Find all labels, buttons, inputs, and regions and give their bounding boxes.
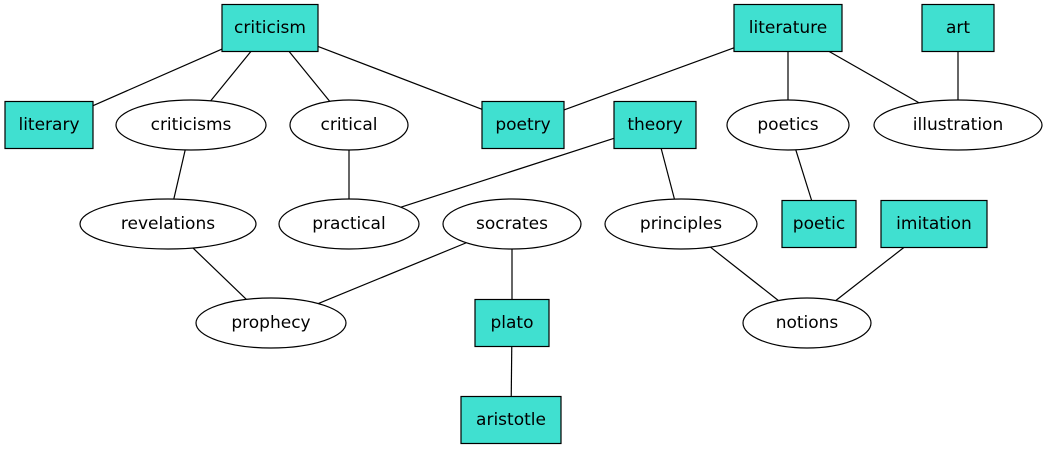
node-imitation: imitation xyxy=(880,199,988,249)
node-poetics: poetics xyxy=(726,99,850,151)
edge-layer xyxy=(92,45,959,397)
node-criticism: criticism xyxy=(221,3,319,53)
node-poetry-label: poetry xyxy=(495,115,550,135)
edge-revelations-prophecy xyxy=(192,247,247,300)
node-illustration-ellipse xyxy=(873,99,1043,151)
node-notions-label: notions xyxy=(776,313,839,333)
node-criticisms: criticisms xyxy=(115,99,267,151)
node-poetry: poetry xyxy=(481,100,565,150)
node-criticism-box xyxy=(221,3,319,53)
node-theory-box xyxy=(613,100,697,150)
node-illustration-label: illustration xyxy=(913,115,1003,135)
node-practical-label: practical xyxy=(312,214,385,234)
node-practical: practical xyxy=(278,198,420,250)
node-criticisms-ellipse xyxy=(115,99,267,151)
node-literary-label: literary xyxy=(18,115,79,135)
edge-criticisms-revelations xyxy=(173,149,186,200)
edge-theory-practical xyxy=(400,137,615,208)
node-principles: principles xyxy=(604,198,758,250)
node-poetic-box xyxy=(781,199,857,249)
node-prophecy: prophecy xyxy=(195,297,347,349)
node-layer: criticism literature art literary criticisms… xyxy=(4,3,1043,445)
edge-principles-notions xyxy=(709,246,779,302)
edge-literature-poetry xyxy=(563,47,735,111)
node-critical: critical xyxy=(289,99,409,151)
node-revelations-ellipse xyxy=(79,198,257,250)
edge-criticism-poetry xyxy=(317,45,483,110)
edge-criticism-criticisms xyxy=(210,51,252,102)
node-poetic: poetic xyxy=(781,199,857,249)
node-poetic-label: poetic xyxy=(793,214,845,234)
node-literature-label: literature xyxy=(749,18,828,38)
node-critical-label: critical xyxy=(321,115,378,135)
node-art: art xyxy=(921,3,995,53)
node-theory: theory xyxy=(613,100,697,150)
edge-poetics-poetic xyxy=(795,149,813,201)
node-socrates-ellipse xyxy=(442,198,582,250)
node-socrates: socrates xyxy=(442,198,582,250)
node-poetics-ellipse xyxy=(726,99,850,151)
node-practical-ellipse xyxy=(278,198,420,250)
node-imitation-box xyxy=(880,199,988,249)
node-plato-label: plato xyxy=(491,313,534,333)
node-notions-ellipse xyxy=(742,297,872,349)
edge-criticism-literary xyxy=(92,48,223,107)
edge-imitation-notions xyxy=(835,247,905,302)
edge-literature-illustration xyxy=(828,50,920,104)
node-literary: literary xyxy=(4,100,94,150)
edge-plato-aristotle xyxy=(510,346,513,397)
node-aristotle-box xyxy=(460,395,562,445)
node-principles-label: principles xyxy=(640,214,722,234)
node-revelations-label: revelations xyxy=(121,214,215,234)
node-theory-label: theory xyxy=(627,115,682,135)
node-art-box xyxy=(921,3,995,53)
node-principles-ellipse xyxy=(604,198,758,250)
edge-criticism-critical xyxy=(288,51,331,102)
node-poetics-label: poetics xyxy=(757,115,818,135)
node-prophecy-label: prophecy xyxy=(231,313,310,333)
node-criticisms-label: criticisms xyxy=(151,115,232,135)
node-notions: notions xyxy=(742,297,872,349)
node-aristotle-label: aristotle xyxy=(476,410,546,430)
node-literature: literature xyxy=(733,3,843,53)
node-prophecy-ellipse xyxy=(195,297,347,349)
edge-theory-principles xyxy=(660,148,676,200)
node-plato-box xyxy=(474,298,550,348)
edge-socrates-prophecy xyxy=(318,242,467,305)
node-poetry-box xyxy=(481,100,565,150)
node-literary-box xyxy=(4,100,94,150)
node-plato: plato xyxy=(474,298,550,348)
node-illustration: illustration xyxy=(873,99,1043,151)
node-literature-box xyxy=(733,3,843,53)
node-imitation-label: imitation xyxy=(896,214,972,234)
node-socrates-label: socrates xyxy=(476,214,548,234)
node-revelations: revelations xyxy=(79,198,257,250)
node-art-label: art xyxy=(946,18,970,38)
node-critical-ellipse xyxy=(289,99,409,151)
node-aristotle: aristotle xyxy=(460,395,562,445)
node-criticism-label: criticism xyxy=(234,18,306,38)
